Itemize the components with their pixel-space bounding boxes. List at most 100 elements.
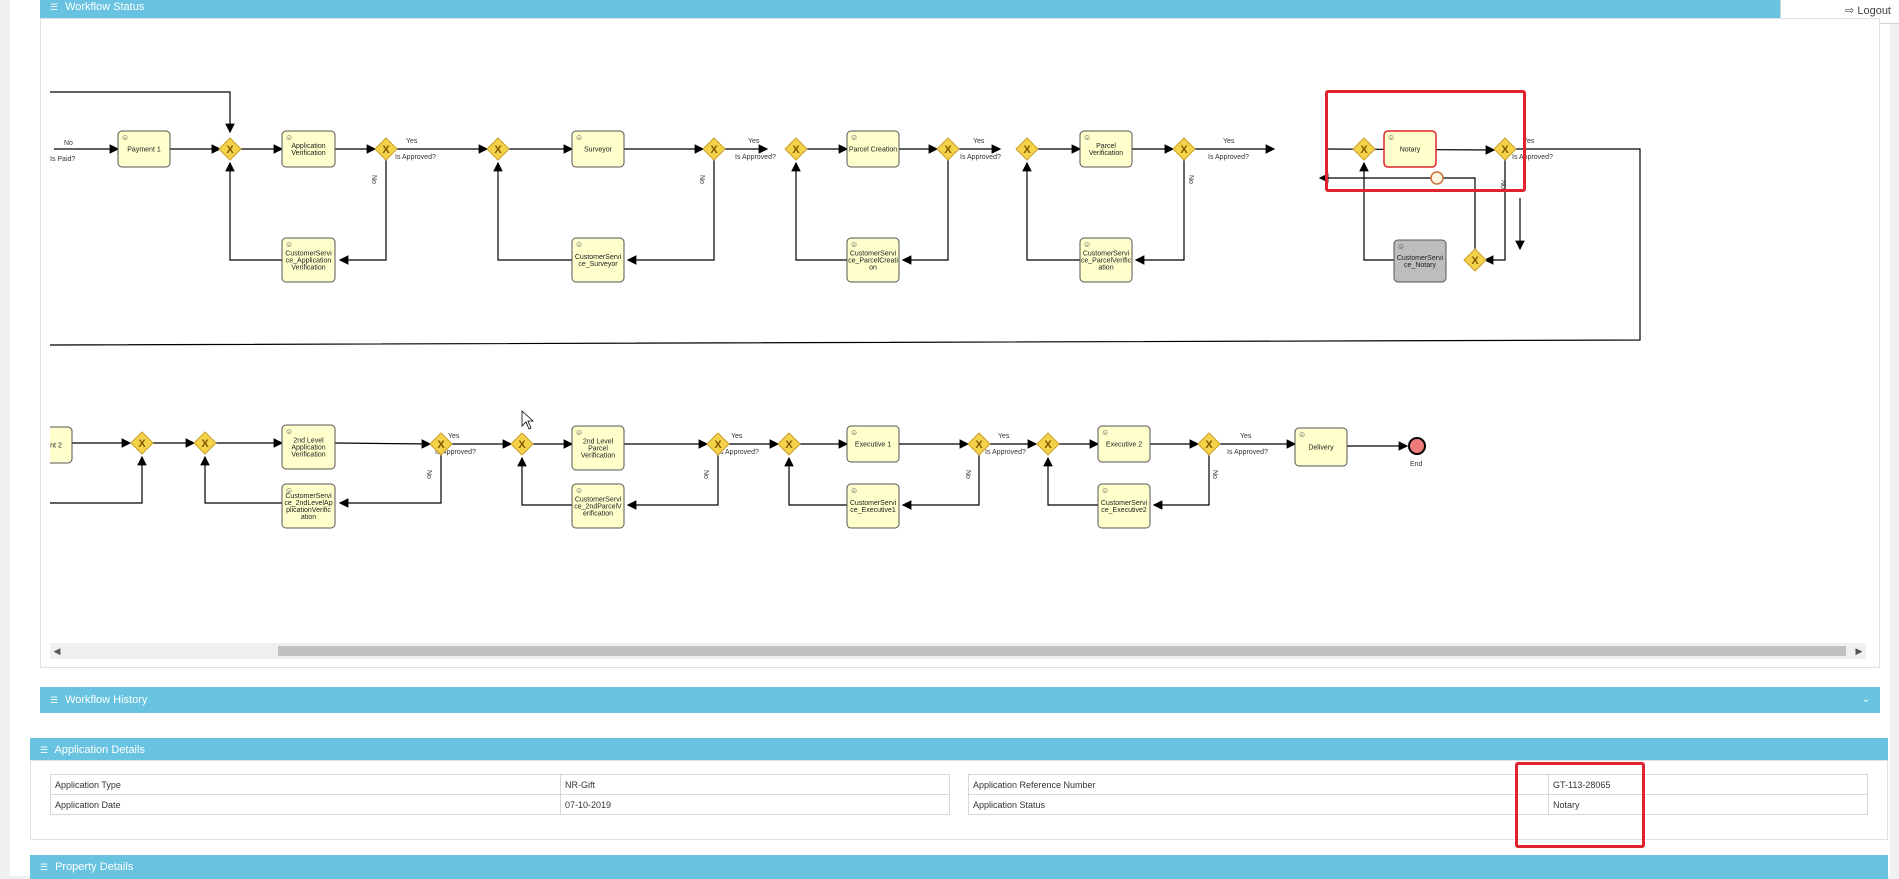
- diagram-horizontal-scrollbar[interactable]: ◀ ▶: [50, 643, 1866, 659]
- workflow-status-header[interactable]: ☰ Workflow Status: [40, 0, 1880, 18]
- task-label: CustomerServi: [1397, 255, 1444, 262]
- logout-label: Logout: [1857, 5, 1891, 17]
- scroll-right-arrow[interactable]: ▶: [1855, 646, 1863, 656]
- gateway[interactable]: X: [1197, 432, 1221, 456]
- edge-label-no: No: [964, 470, 971, 479]
- gateway[interactable]: X: [706, 432, 730, 456]
- task-node[interactable]: ☺Executive 2: [1097, 425, 1151, 463]
- gateway[interactable]: X: [1015, 137, 1039, 161]
- page: ☰ Workflow Status ⇨ Logout: [10, 0, 1899, 879]
- svg-text:X: X: [1360, 144, 1368, 156]
- task-label: 2nd Level: [293, 438, 324, 445]
- gateway[interactable]: X: [130, 431, 154, 455]
- edge-label-no: No: [64, 140, 73, 147]
- user-icon: ☺: [285, 427, 293, 436]
- property-details-title: Property Details: [55, 861, 134, 873]
- task-label: Payment 1: [127, 147, 161, 154]
- scroll-left-arrow[interactable]: ◀: [53, 646, 61, 656]
- task-node[interactable]: ☺Parcel Creation: [846, 130, 900, 168]
- edge-label-is-approved: Is Approved?: [985, 449, 1026, 456]
- edge-label-no: No: [1187, 175, 1194, 184]
- edge-label-is-approved: Is Approved?: [1512, 154, 1553, 161]
- task-label: plicationVerific: [286, 507, 331, 514]
- task-node[interactable]: ☺Notary: [1383, 130, 1437, 168]
- task-label: CustomerServi: [285, 493, 332, 500]
- application-details-header[interactable]: ☰ Application Details: [30, 738, 1888, 762]
- gateway[interactable]: X: [1172, 137, 1196, 161]
- svg-text:X: X: [1501, 144, 1509, 156]
- bpmn-diagram: No Is Paid? Yes Is Approved? No Yes Is A…: [50, 91, 1641, 529]
- edge-label-is-approved: Is Approved?: [718, 449, 759, 456]
- task-node[interactable]: ☺nt 2: [50, 426, 73, 464]
- user-icon: ☺: [1101, 486, 1109, 495]
- application-details-left-table: Application Type NR-Gift Application Dat…: [50, 774, 950, 815]
- gateway[interactable]: X: [193, 431, 217, 455]
- workflow-status-title: Workflow Status: [65, 1, 145, 13]
- user-icon: ☺: [850, 133, 858, 142]
- task-label: Verification: [581, 453, 615, 460]
- task-node[interactable]: ☺Surveyor: [571, 130, 625, 168]
- svg-text:X: X: [1471, 255, 1479, 267]
- edge-label-no: No: [702, 470, 709, 479]
- scroll-thumb[interactable]: [278, 646, 1846, 656]
- svg-text:X: X: [785, 439, 793, 451]
- task-label: ce_Executive1: [850, 507, 896, 514]
- gateway[interactable]: X: [702, 137, 726, 161]
- svg-text:X: X: [714, 439, 722, 451]
- task-label: Parcel: [588, 446, 608, 453]
- gateway[interactable]: X: [374, 137, 398, 161]
- task-node[interactable]: ☺CustomerService_2ndLevelApplicationVeri…: [281, 483, 336, 529]
- detail-value: NR-Gift: [560, 774, 950, 795]
- gateway[interactable]: X: [510, 432, 534, 456]
- task-node[interactable]: ☺Delivery: [1294, 427, 1348, 467]
- table-row: Application Type NR-Gift: [50, 774, 950, 795]
- gateway[interactable]: X: [936, 137, 960, 161]
- gateway[interactable]: X: [777, 432, 801, 456]
- task-label: Application: [291, 143, 325, 150]
- gateway[interactable]: X: [1463, 248, 1487, 272]
- gateway[interactable]: X: [1036, 432, 1060, 456]
- task-node[interactable]: ☺Executive 1: [846, 425, 900, 463]
- svg-text:X: X: [382, 144, 390, 156]
- chevron-down-icon[interactable]: ⌄: [1861, 694, 1870, 705]
- edge-label-no: No: [425, 470, 432, 479]
- detail-label: Application Type: [50, 774, 561, 795]
- task-label: ce_2ndParcelV: [574, 504, 622, 511]
- task-label: ce_ParcelVerific: [1081, 258, 1132, 265]
- task-label: CustomerServi: [575, 497, 622, 504]
- row1-connectors: [50, 91, 1641, 346]
- gateway[interactable]: X: [429, 432, 453, 456]
- gateway[interactable]: X: [486, 137, 510, 161]
- edge-label-is-approved: Is Approved?: [1227, 449, 1268, 456]
- gateway[interactable]: X: [1493, 137, 1517, 161]
- task-label: CustomerServi: [575, 254, 622, 261]
- user-icon: ☺: [1387, 133, 1395, 142]
- user-icon: ☺: [121, 133, 129, 142]
- gateway[interactable]: X: [967, 432, 991, 456]
- end-event[interactable]: [1408, 437, 1426, 455]
- status-highlight: [1515, 762, 1645, 848]
- gateways: X X X X X X X X X X X X X X X X X X X X: [130, 137, 1517, 456]
- workflow-diagram[interactable]: No Is Paid? Yes Is Approved? No Yes Is A…: [50, 18, 1870, 643]
- logout-icon: ⇨: [1845, 5, 1855, 17]
- workflow-history-header[interactable]: ☰ Workflow History ⌄: [40, 687, 1880, 713]
- gateway[interactable]: X: [1352, 137, 1376, 161]
- task-node[interactable]: ☺ Payment 1: [117, 130, 171, 168]
- property-details-header[interactable]: ☰ Property Details: [30, 855, 1888, 879]
- edge-label-yes: Yes: [1240, 433, 1252, 440]
- gateway[interactable]: X: [218, 137, 242, 161]
- svg-text:X: X: [1023, 144, 1031, 156]
- gateway[interactable]: X: [784, 137, 808, 161]
